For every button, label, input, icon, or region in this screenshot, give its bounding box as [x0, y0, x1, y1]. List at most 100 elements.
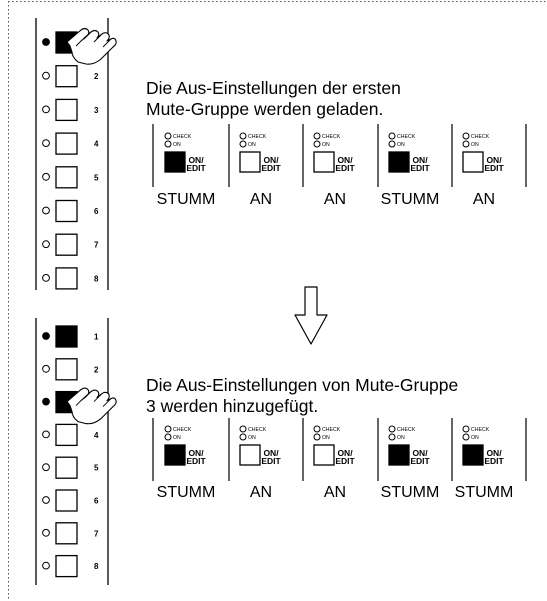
on-edit-key[interactable]: [313, 444, 335, 466]
group-led-indicator: [42, 496, 50, 504]
mute-group-button[interactable]: 8: [42, 554, 99, 578]
group-select-key[interactable]: [55, 267, 78, 290]
check-label: CHECK: [471, 134, 490, 140]
on-edit-key[interactable]: [164, 444, 186, 466]
on-edit-label: EDIT: [186, 163, 206, 173]
check-label: CHECK: [471, 427, 490, 433]
on-led: [239, 140, 247, 148]
on-led: [313, 140, 321, 148]
description-line-2: 3 werden hinzugefügt.: [146, 396, 318, 416]
description-line-2: Mute-Gruppe werden geladen.: [146, 99, 383, 119]
channel-state-label: AN: [324, 191, 346, 208]
channel-state-label: AN: [250, 191, 272, 208]
check-led: [462, 132, 470, 140]
on-edit-key[interactable]: [462, 151, 484, 173]
mute-group-button[interactable]: 5: [42, 166, 99, 189]
on-edit-key[interactable]: [462, 444, 484, 466]
group-number-label: 5: [94, 464, 99, 473]
group-led-indicator: [42, 561, 50, 570]
on-label: ON: [471, 435, 479, 441]
group-select-key[interactable]: [55, 522, 78, 545]
mute-group-button[interactable]: 5: [42, 456, 99, 479]
group-number-label: 2: [94, 72, 99, 81]
description-line-1: Die Aus-Einstellungen von Mute-Gruppe: [146, 375, 458, 395]
group-select-key[interactable]: [55, 166, 78, 189]
group-number-label: 6: [94, 497, 99, 506]
on-label: ON: [173, 142, 181, 148]
on-edit-key[interactable]: [164, 151, 186, 173]
on-label: ON: [471, 142, 479, 148]
check-label: CHECK: [173, 427, 192, 433]
channel-state-label: STUMM: [381, 484, 440, 501]
on-label: ON: [397, 142, 405, 148]
group-select-key[interactable]: [55, 132, 78, 155]
check-led: [313, 132, 321, 140]
mute-group-button[interactable]: 1: [42, 325, 99, 348]
group-led-indicator: [42, 430, 50, 439]
group-select-key[interactable]: [55, 233, 78, 256]
check-led: [388, 425, 396, 433]
group-select-key[interactable]: [55, 554, 78, 578]
on-edit-key[interactable]: [239, 151, 261, 173]
on-edit-label: EDIT: [410, 456, 430, 466]
check-led: [388, 132, 396, 140]
on-edit-label: EDIT: [335, 456, 355, 466]
check-led: [462, 425, 470, 433]
group-led-indicator: [42, 38, 50, 46]
group-number-label: 4: [94, 140, 99, 149]
on-edit-key[interactable]: [313, 151, 335, 173]
group-led-indicator: [42, 172, 50, 181]
channel-state-label: AN: [324, 484, 346, 501]
mute-group-button[interactable]: 4: [42, 132, 99, 155]
on-led: [462, 140, 470, 148]
on-edit-label: ON/: [188, 155, 204, 165]
group-select-key[interactable]: [55, 358, 78, 381]
check-led: [313, 425, 321, 433]
on-edit-key[interactable]: [239, 444, 261, 466]
group-number-label: 7: [94, 529, 99, 538]
group-select-key[interactable]: [55, 456, 78, 479]
check-led: [239, 132, 247, 140]
mute-group-button[interactable]: 4: [42, 423, 99, 447]
check-label: CHECK: [397, 134, 416, 140]
channel-state-label: STUMM: [157, 191, 216, 208]
description-line-1: Die Aus-Einstellungen der ersten: [146, 78, 401, 98]
mute-group-button[interactable]: 7: [42, 233, 99, 256]
mute-group-button[interactable]: 2: [42, 65, 99, 88]
mute-group-button[interactable]: 6: [42, 199, 99, 223]
on-edit-key[interactable]: [388, 444, 410, 466]
group-select-key[interactable]: [55, 423, 78, 447]
group-number-label: 4: [94, 431, 99, 440]
check-led: [164, 425, 172, 433]
group-led-indicator: [42, 364, 50, 373]
check-label: CHECK: [322, 134, 341, 140]
mute-group-button[interactable]: 6: [42, 489, 99, 512]
on-led: [164, 433, 172, 441]
group-led-indicator: [42, 139, 50, 148]
bottom-panel: 12345678 Die Aus-Einstellungen von Mute-…: [35, 318, 527, 585]
on-edit-label: ON/: [412, 448, 428, 458]
group-led-indicator: [42, 71, 50, 80]
group-select-key[interactable]: [55, 98, 78, 122]
group-led-indicator: [42, 105, 50, 114]
group-number-label: 2: [94, 365, 99, 374]
group-select-key[interactable]: [55, 65, 78, 88]
group-number-label: 3: [94, 106, 99, 115]
group-select-key[interactable]: [55, 325, 78, 348]
on-label: ON: [248, 142, 256, 148]
mute-group-button[interactable]: 7: [42, 522, 99, 545]
group-select-key[interactable]: [55, 489, 78, 512]
group-select-key[interactable]: [55, 199, 78, 223]
mute-group-button[interactable]: 8: [42, 267, 99, 290]
mute-group-button[interactable]: 3: [42, 98, 99, 122]
channel-state-label: AN: [250, 484, 272, 501]
mute-group-button[interactable]: 2: [42, 358, 99, 381]
on-edit-key[interactable]: [388, 151, 410, 173]
